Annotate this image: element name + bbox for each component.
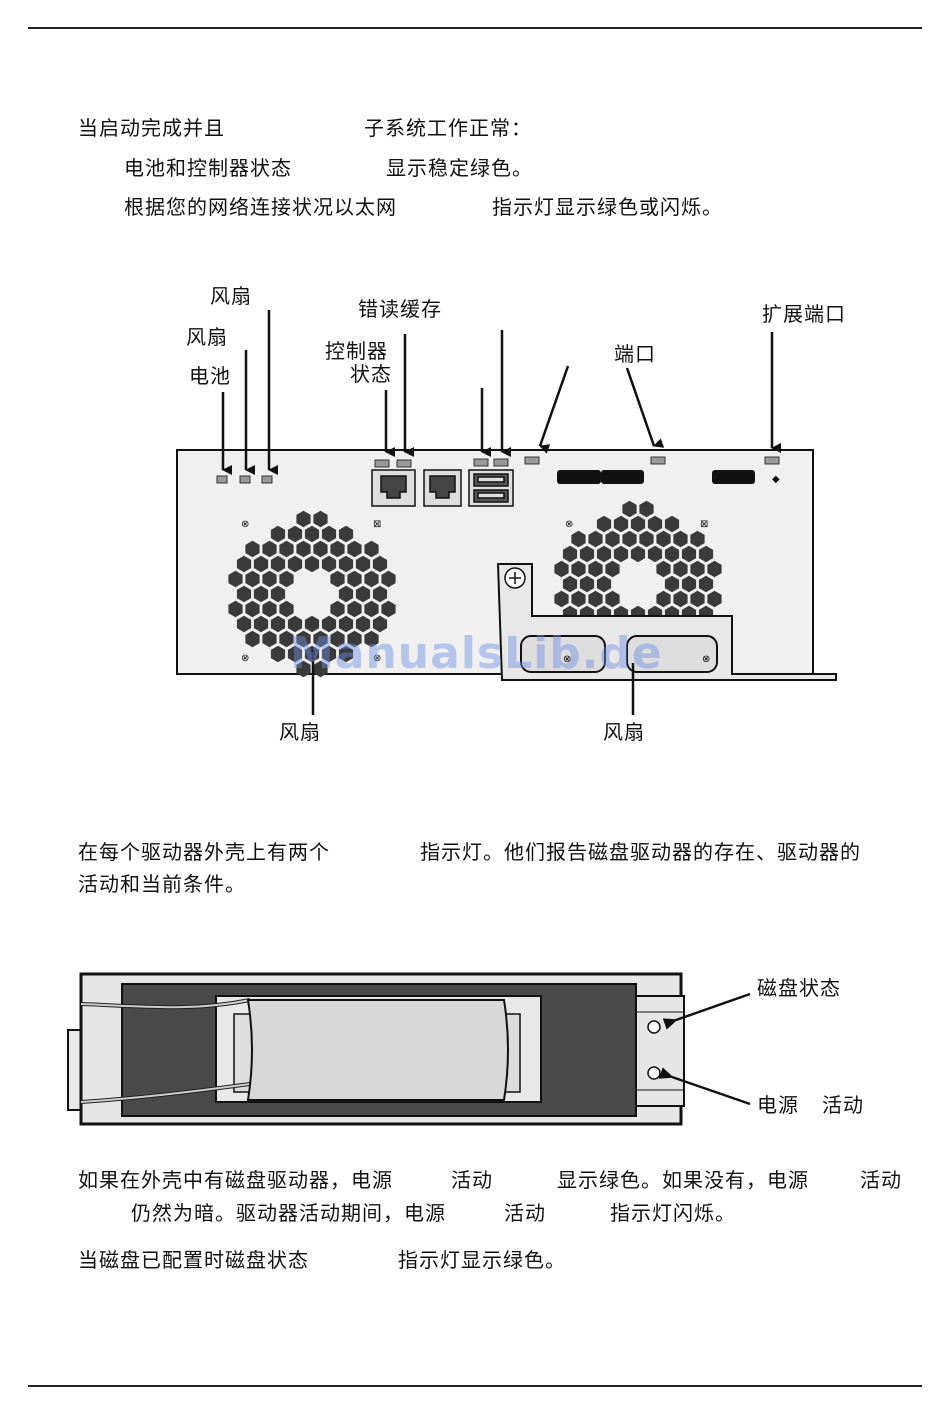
drive-led-p2-c: 指示灯闪烁。 [610, 1201, 736, 1225]
drive-led-p3-a: 当磁盘已配置时磁盘状态 [78, 1248, 309, 1272]
power-activity-led [648, 1067, 660, 1079]
carrier-handle [248, 1000, 508, 1100]
label-disk-status: 磁盘状态 [757, 976, 841, 1000]
drive-led-p2-a: 仍然为暗。驱动器活动期间，电源 [131, 1201, 446, 1225]
drive-led-p1-c: 显示绿色。如果没有，电源 [557, 1168, 809, 1192]
drive-led-p1-d: 活动 [860, 1168, 902, 1192]
drive-led-p2-b: 活动 [504, 1201, 546, 1225]
drive-led-p1-b: 活动 [451, 1168, 493, 1192]
drive-led-p1-a: 如果在外壳中有磁盘驱动器，电源 [78, 1168, 393, 1192]
label-power: 电源 [757, 1093, 799, 1117]
drive-led-p3-b: 指示灯显示绿色。 [398, 1248, 566, 1272]
label-activity: 活动 [822, 1093, 864, 1117]
disk-status-led [648, 1021, 660, 1033]
